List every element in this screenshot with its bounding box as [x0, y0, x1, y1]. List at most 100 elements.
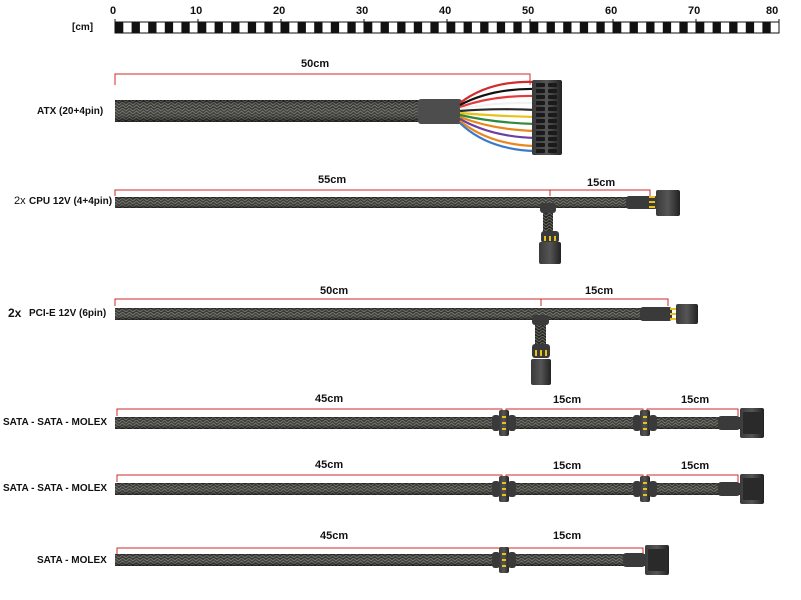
- cpu-cable-label: CPU 12V (4+4pin): [29, 196, 113, 207]
- atx-connector-pins: [536, 83, 557, 153]
- sata2-wire-tip: [643, 482, 647, 484]
- ruler-segment: [148, 22, 157, 33]
- pcie-dim-label-0: 50cm: [320, 285, 349, 297]
- sata1-dim-line: [646, 408, 739, 416]
- sata2-molex-face: [743, 478, 761, 500]
- atx-pin: [548, 125, 557, 129]
- sata3-inline-boot: [508, 552, 516, 568]
- atx-pin: [536, 107, 545, 111]
- atx-pin: [548, 89, 557, 93]
- ruler-segment: [613, 22, 622, 33]
- pcie-cable-prefix: 2x: [8, 306, 22, 320]
- cpu-end-connector: [656, 190, 680, 216]
- sata1-molex-face: [743, 412, 761, 434]
- ruler-tick-30: 30: [356, 5, 369, 17]
- sata1-dim-line: [116, 408, 503, 416]
- ruler-tick-20: 20: [273, 5, 286, 17]
- ruler-tick-10: 10: [190, 5, 203, 17]
- ruler-segment: [281, 22, 290, 33]
- atx-pin: [548, 131, 557, 135]
- ruler-segment: [513, 22, 522, 33]
- ruler-segment: [729, 22, 738, 33]
- cpu-branch-connector: [539, 242, 561, 264]
- ruler-segment: [164, 22, 174, 33]
- sata2-dim-line: [505, 474, 644, 482]
- ruler-segment: [247, 22, 257, 33]
- ruler-segment: [496, 22, 506, 33]
- atx-pin: [536, 149, 545, 153]
- sata1-end-boot: [718, 416, 740, 430]
- atx-pin: [536, 119, 545, 123]
- atx-dim-line: [114, 73, 531, 85]
- sata3-molex-face: [648, 549, 666, 571]
- ruler-segment: [347, 22, 356, 33]
- sata2-end-boot: [718, 482, 740, 496]
- pcie-end-connector: [676, 304, 698, 324]
- sata1-dim-label-1: 15cm: [553, 394, 582, 406]
- atx-cable: [114, 73, 562, 155]
- pcie-branch-connector: [531, 359, 551, 385]
- sata1-inline-boot: [492, 415, 500, 431]
- sata2-dim-label-0: 45cm: [315, 459, 344, 471]
- cpu-end-boot: [626, 196, 658, 209]
- sata3-cable-label: SATA - MOLEX: [37, 555, 107, 566]
- atx-wires: [459, 80, 537, 153]
- ruler-segment: [231, 22, 240, 33]
- sata2-dim-label-2: 15cm: [681, 460, 710, 472]
- sata2-sleeve-shade: [115, 483, 740, 495]
- atx-pin: [548, 101, 557, 105]
- ruler-segment: [181, 22, 190, 33]
- sata1-cable: [115, 408, 764, 438]
- sata1-inline-boot: [649, 415, 657, 431]
- atx-pin: [536, 83, 545, 87]
- ruler-segment: [762, 22, 771, 33]
- cpu-dim-label-1: 15cm: [587, 177, 616, 189]
- sata2-dim-line: [646, 474, 739, 482]
- atx-pin: [536, 143, 545, 147]
- sata3-end-boot: [623, 553, 645, 567]
- sata1-wire-tip: [643, 422, 647, 424]
- sata3-sleeve-shade: [115, 554, 645, 566]
- atx-dim-label-0: 50cm: [301, 58, 330, 70]
- atx-pin: [536, 95, 545, 99]
- atx-pin: [536, 101, 545, 105]
- sata3-wire-tip: [502, 553, 506, 555]
- ruler-segment: [447, 22, 456, 33]
- ruler-segment: [480, 22, 489, 33]
- ruler-tick-70: 70: [688, 5, 701, 17]
- atx-pin: [548, 95, 557, 99]
- sata2-wire-tip: [643, 494, 647, 496]
- ruler-segment: [530, 22, 539, 33]
- sata1-inline-boot: [633, 415, 641, 431]
- ruler-segment: [596, 22, 605, 33]
- sata1-dim-label-2: 15cm: [681, 394, 710, 406]
- ruler-segment: [330, 22, 340, 33]
- sata3-dim-line: [505, 547, 644, 555]
- cpu-branch-sleeve: [543, 205, 553, 233]
- sata2-inline-boot: [492, 481, 500, 497]
- ruler-segment: [198, 22, 207, 33]
- pcie-cable: [114, 298, 698, 385]
- atx-pin: [548, 113, 557, 117]
- sata2-wire-tip: [502, 494, 506, 496]
- atx-pin: [536, 89, 545, 93]
- sata3-dim-label-0: 45cm: [320, 530, 349, 542]
- sata2-wire-tip: [502, 482, 506, 484]
- cpu-dim-line-branch: [550, 189, 651, 196]
- atx-pin: [548, 143, 557, 147]
- ruler-tick-60: 60: [605, 5, 618, 17]
- sata3-dim-line: [116, 547, 503, 555]
- ruler-unit-label: [cm]: [72, 22, 94, 33]
- atx-pin: [548, 149, 557, 153]
- ruler-segment: [115, 22, 124, 33]
- pcie-dim-line-main: [114, 298, 542, 306]
- ruler-segment: [264, 22, 273, 33]
- cpu-dim-line-main: [114, 189, 551, 196]
- cpu-cable-prefix: 2x: [14, 195, 26, 207]
- atx-pin: [548, 137, 557, 141]
- sata3-wire-tip: [502, 565, 506, 567]
- pcie-wire-tips: [535, 308, 676, 356]
- sata1-wire-tip: [502, 422, 506, 424]
- sata2-cable-label: SATA - SATA - MOLEX: [3, 483, 108, 494]
